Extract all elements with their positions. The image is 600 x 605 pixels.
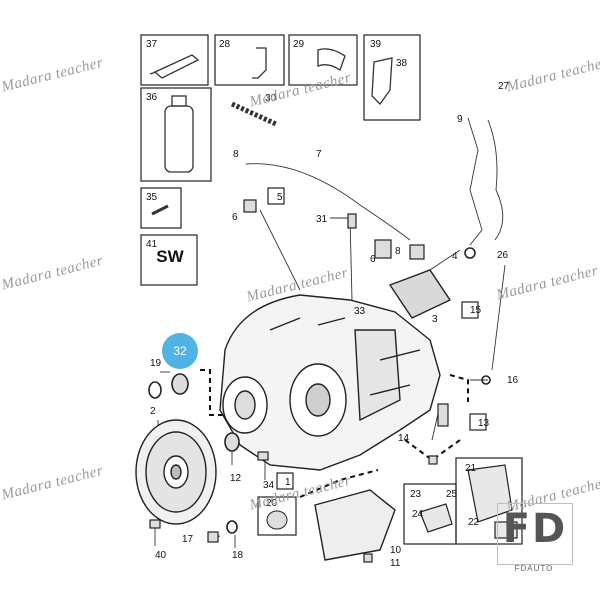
part-number-label: 15 [470,305,482,316]
box-icons [149,47,393,216]
part-number-label: 19 [150,358,162,369]
part-number-label: 3 [432,314,438,325]
filter-part [257,496,297,536]
box-number-label: 35 [146,192,158,203]
part-number-label: 14 [398,433,410,444]
part-number-label: 11 [390,558,401,569]
part-number-label: 4 [452,251,458,262]
box-35 [140,187,182,229]
box-number-label: 28 [219,39,231,50]
part-number-label: 6 [370,254,376,265]
box-36 [140,87,212,182]
part-number-label: 2 [150,406,156,417]
part-number-label: 22 [468,517,480,528]
part-number-label: 9 [457,114,463,125]
box-29 [288,34,358,86]
part-number-label: 8 [395,246,401,257]
valve-body-boxes [403,457,523,545]
seals [148,247,491,534]
accessory-boxes [140,34,421,286]
part-number-label: 1 [285,477,291,488]
oil-pan [314,489,396,561]
dashed-links [200,369,469,498]
transmission-housing [219,269,452,471]
part-number-label: 18 [232,550,244,561]
part-number-label: 10 [390,545,402,556]
part-number-label: 31 [316,214,328,225]
tube-fitting-icon [252,47,267,79]
part-number-label: 7 [316,149,322,160]
part-number-label: 27 [498,81,510,92]
part-number-label: 38 [396,58,408,69]
part-number-label: 33 [354,306,366,317]
brand-logo: FD [497,503,573,565]
hose-icon [230,101,278,127]
part-number-label: 6 [232,212,238,223]
box-37 [140,34,209,86]
box-number-label: 29 [293,39,305,50]
box-number-label: 37 [146,39,158,50]
part-number-label: 30 [265,93,277,104]
bolt-icon [151,204,169,216]
control-module [388,269,452,319]
bracket-icon [371,57,393,106]
box-39 [363,34,421,121]
part-number-label: 26 [497,250,509,261]
part-number-label: 23 [410,489,422,500]
highlight-badge: 32 [162,333,198,369]
leader-lines [154,117,506,549]
part-number-label: 25 [446,489,458,500]
part-number-label: 8 [233,149,239,160]
box-28 [214,34,285,86]
tube-icon [153,54,200,79]
part-number-label: 5 [277,192,283,203]
box-labels: 37 28 29 39 36 35 41 [146,39,382,250]
part-number-label: 17 [182,534,194,545]
logo-mark: FD [502,506,568,552]
part-number-label: 16 [507,375,519,386]
box-number-label: 41 [146,239,158,250]
box-41 [140,234,198,286]
fluid-bottle-icon [164,105,194,173]
box-number-label: 36 [146,92,158,103]
part-number-label: 20 [266,498,278,509]
part-number-label: 21 [465,463,477,474]
part-number-label: 24 [412,509,424,520]
logo-subtext: FDAUTO [514,564,554,573]
part-number-label: 12 [230,473,242,484]
clamp-icon [317,48,346,72]
sw-label: SW [156,247,184,266]
sensors [149,199,449,563]
callout-squares [267,187,487,490]
box-number-label: 39 [370,39,382,50]
part-number-label: 13 [478,418,490,429]
torque-converter [135,419,217,525]
part-number-label: 34 [263,480,275,491]
valve-body-parts [419,464,518,539]
part-number-label: 40 [155,550,167,561]
